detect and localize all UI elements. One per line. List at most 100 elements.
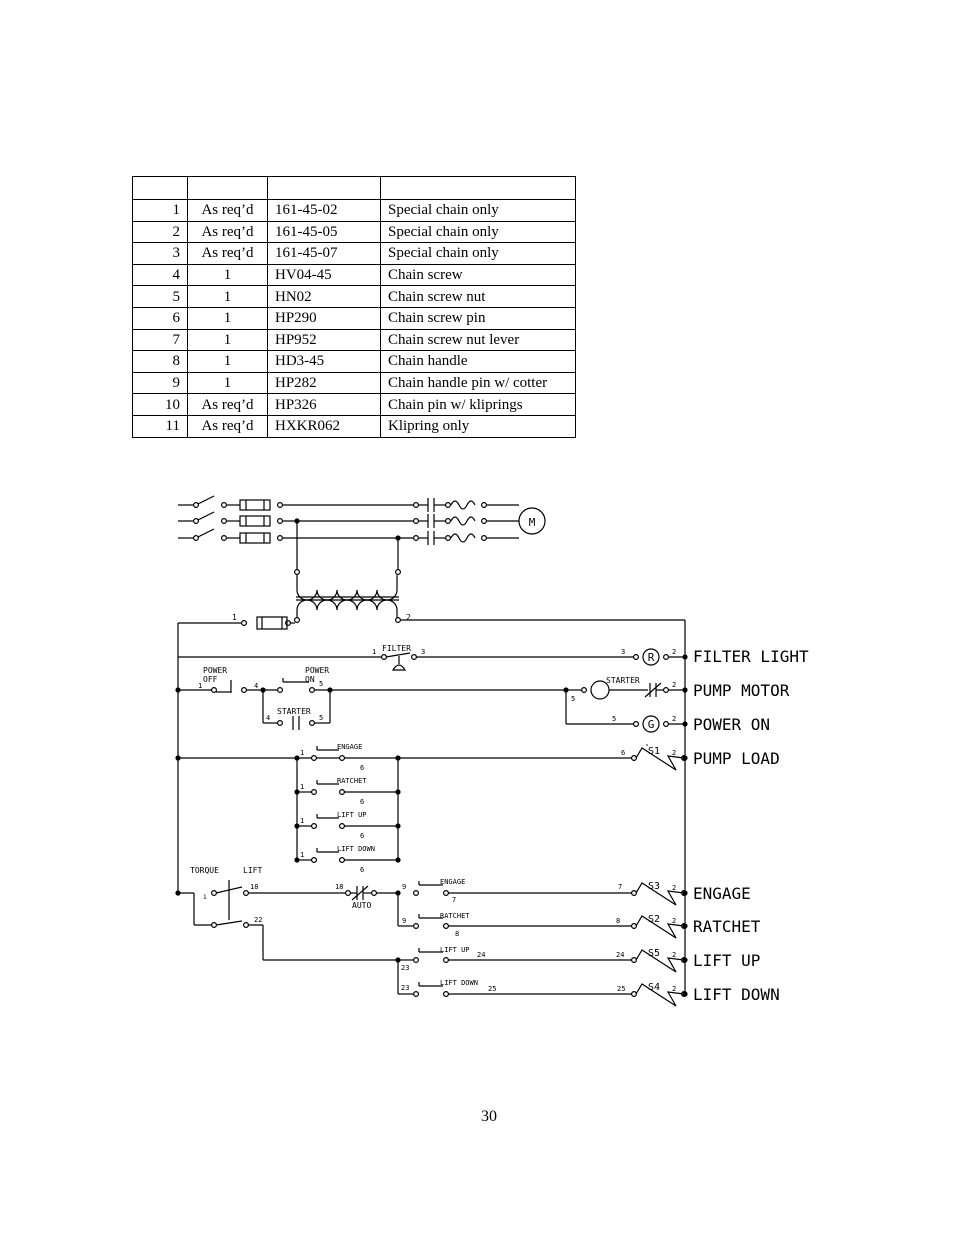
description-cell: Chain handle: [380, 350, 576, 373]
quantity-cell: As req’d: [187, 414, 268, 438]
solenoid-s4-icon: [635, 983, 685, 1007]
table-header-row: [132, 176, 576, 200]
part-number-cell: HXKR062: [267, 414, 381, 438]
description-cell: Special chain only: [380, 199, 576, 222]
terminal: [413, 517, 420, 524]
terminal: [443, 889, 450, 896]
terminal: [285, 619, 292, 626]
terminal: [309, 686, 316, 693]
lamp-r-icon: [642, 648, 660, 666]
wire-number: 3: [621, 648, 625, 656]
rung-label-lift-down: LIFT DOWN: [693, 985, 780, 1004]
ratchet-contact-label: RATCHET: [440, 912, 470, 920]
lift-label: LIFT: [243, 866, 262, 875]
terminal: [413, 922, 420, 929]
filter-switch: [385, 652, 411, 658]
power-off-label: POWER: [203, 666, 227, 675]
branch-contact-label: LIFT UP: [337, 811, 367, 819]
rung-label-filter-light: FILTER LIGHT: [693, 647, 809, 666]
wire-number: 1: [232, 613, 237, 622]
wire-number: 1: [203, 894, 207, 901]
terminal: [481, 502, 488, 509]
junction-dot: [682, 654, 688, 660]
junction-dot: [260, 687, 266, 693]
header-cell: [267, 176, 381, 200]
wire-number: 3: [421, 648, 425, 656]
terminal: [630, 922, 637, 929]
wire-number: 5: [612, 715, 616, 723]
terminal: [632, 720, 639, 727]
terminal: [277, 719, 284, 726]
terminal: [580, 686, 587, 693]
junction-dot: [175, 890, 181, 896]
wire-number: 2: [672, 951, 676, 959]
terminal: [632, 653, 639, 660]
wire-number: 1: [198, 682, 202, 690]
terminal: [277, 517, 284, 524]
wire-number: 18: [250, 883, 258, 891]
terminal: [345, 889, 352, 896]
junction-dot: [395, 890, 401, 896]
branch-contact-label: RATCHET: [337, 777, 367, 785]
solenoid-s3-label: S3: [648, 881, 660, 892]
engage-contact-label: ENGAGE: [440, 878, 465, 886]
junction-dot: [682, 890, 688, 896]
wire-number: 24: [477, 951, 485, 959]
wire-number: 1: [300, 749, 304, 757]
terminal: [662, 653, 669, 660]
junction-dot: [175, 687, 181, 693]
terminal: [445, 517, 452, 524]
terminal: [339, 754, 346, 761]
lamp-g-label: G: [648, 718, 655, 731]
junction-dot: [294, 857, 300, 863]
terminal: [277, 686, 284, 693]
part-number-cell: 161-45-05: [267, 220, 381, 244]
wire-number: 2: [406, 613, 411, 622]
terminal: [630, 889, 637, 896]
overload-contact: [644, 682, 662, 698]
power-on-label: ON: [305, 675, 315, 684]
terminal: [311, 856, 318, 863]
overload-heater: [450, 500, 476, 510]
disconnect-blade: [197, 511, 215, 521]
junction-dot: [682, 991, 688, 997]
terminal: [445, 502, 452, 509]
lift-down-contact-label: LIFT DOWN: [440, 979, 478, 987]
terminal: [443, 922, 450, 929]
wire-number: 1: [372, 648, 376, 656]
branch-contact-label: ENGAGE: [337, 743, 362, 751]
wire-number: 7: [618, 883, 622, 891]
torque-label: TORQUE: [190, 866, 219, 875]
junction-dot: [395, 535, 401, 541]
rung-label-power-on: POWER ON: [693, 715, 770, 734]
junction-dot: [682, 923, 688, 929]
solenoid-s3-icon: [635, 882, 685, 906]
terminal: [211, 686, 218, 693]
junction-dot: [395, 755, 401, 761]
quantity-cell: As req’d: [187, 220, 268, 244]
terminal: [243, 889, 250, 896]
part-number-cell: HP282: [267, 371, 381, 395]
terminal: [277, 502, 284, 509]
auto-contact: [351, 885, 369, 901]
header-cell: [187, 176, 268, 200]
wire-number: 7: [452, 896, 456, 904]
part-number-cell: 161-45-02: [267, 199, 381, 222]
auto-label: AUTO: [352, 901, 371, 910]
wire-number: 6: [360, 866, 364, 874]
disconnect-blade: [197, 495, 215, 505]
terminal: [443, 990, 450, 997]
wire-number: 2: [672, 985, 676, 993]
overload-heater: [450, 533, 476, 543]
wire-number: 5: [571, 695, 575, 703]
item-number-cell: 2: [132, 220, 188, 244]
terminal: [413, 889, 420, 896]
power-on-label: POWER: [305, 666, 329, 675]
transformer-primary: [296, 575, 398, 601]
rung-label-lift-up: LIFT UP: [693, 951, 760, 970]
